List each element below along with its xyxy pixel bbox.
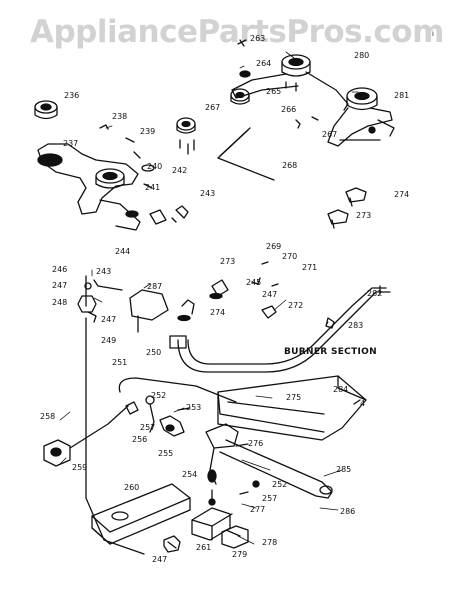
tube-251 — [85, 357, 237, 555]
callout-274-mid: 274 — [210, 308, 226, 317]
upper-small-parts — [230, 39, 319, 129]
long-burner-285 — [219, 439, 333, 499]
callout-247-a: 247 — [52, 281, 68, 290]
corner-mark: i — [432, 30, 434, 38]
callout-258: 258 — [40, 412, 56, 421]
callout-259: 259 — [72, 463, 88, 472]
thermostat-bracket-254 — [205, 423, 239, 485]
callout-242: 242 — [172, 166, 188, 175]
callout-260: 260 — [124, 483, 140, 492]
callout-263: 263 — [250, 34, 266, 43]
callout-286: 286 — [340, 507, 356, 516]
callout-256: 256 — [132, 435, 148, 444]
callout-239: 239 — [140, 127, 156, 136]
callout-4: 4 — [360, 399, 366, 408]
left-valve-259 — [43, 401, 139, 467]
rod-268 — [217, 127, 275, 181]
leader-lines — [59, 51, 359, 545]
callout-240: 240 — [147, 162, 163, 171]
control-panel-260 — [91, 483, 191, 545]
callout-273-mid: 273 — [220, 257, 236, 266]
callout-238: 238 — [112, 112, 128, 121]
callout-275: 275 — [286, 393, 302, 402]
callout-241: 241 — [145, 183, 161, 192]
nut-247-bottom — [163, 535, 181, 553]
callout-252-lower: 252 — [272, 480, 288, 489]
callout-247-b: 247 — [262, 290, 278, 299]
callout-247-c: 247 — [101, 315, 117, 324]
valve-fittings — [77, 261, 335, 359]
callout-246: 246 — [52, 265, 68, 274]
middle-small-parts — [99, 117, 196, 223]
bracket-279 — [221, 525, 249, 549]
callout-247-d: 247 — [152, 555, 168, 564]
callout-250: 250 — [146, 348, 162, 357]
callout-243-upper: 243 — [200, 189, 216, 198]
callout-257-upper: 257 — [140, 423, 156, 432]
right-valves — [327, 187, 367, 229]
callout-276: 276 — [248, 439, 264, 448]
callout-254: 254 — [182, 470, 198, 479]
callout-255: 255 — [158, 449, 174, 458]
callout-243-left: 243 — [96, 267, 112, 276]
burner-section-label: BURNER SECTION — [284, 347, 377, 357]
watermark-text: AppliancePartsPros.com — [30, 14, 444, 50]
callout-278: 278 — [262, 538, 278, 547]
small-fasteners-lower — [235, 443, 260, 495]
gas-manifold-pipe — [169, 285, 391, 373]
left-burner-assembly — [34, 100, 167, 231]
callout-253: 253 — [186, 403, 202, 412]
callout-265: 265 — [266, 87, 282, 96]
callout-285: 285 — [336, 465, 352, 474]
callout-251: 251 — [112, 358, 128, 367]
callout-266: 266 — [281, 105, 297, 114]
callout-268: 268 — [282, 161, 298, 170]
valve-group-252-257 — [145, 395, 191, 437]
callout-277: 277 — [250, 505, 266, 514]
callout-245: 245 — [246, 278, 262, 287]
callout-249: 249 — [101, 336, 117, 345]
callout-283: 283 — [348, 321, 364, 330]
callout-236: 236 — [64, 91, 80, 100]
callout-271: 271 — [302, 263, 318, 272]
callout-273-right: 273 — [356, 211, 372, 220]
burner-box-284 — [217, 375, 367, 441]
callout-237: 237 — [63, 139, 79, 148]
callout-264: 264 — [256, 59, 272, 68]
callout-281: 281 — [394, 91, 410, 100]
callout-279: 279 — [232, 550, 248, 559]
callout-252-upper: 252 — [151, 391, 167, 400]
callout-267-right: 267 — [322, 130, 338, 139]
callout-282: 282 — [367, 289, 383, 298]
callout-248: 248 — [52, 298, 68, 307]
callout-269: 269 — [266, 242, 282, 251]
callout-270: 270 — [282, 252, 298, 261]
callout-272: 272 — [288, 301, 304, 310]
callout-261: 261 — [196, 543, 212, 552]
callout-244: 244 — [115, 247, 131, 256]
callout-257-lower: 257 — [262, 494, 278, 503]
callout-267-upper: 267 — [205, 103, 221, 112]
callout-280: 280 — [354, 51, 370, 60]
right-burner-assembly — [231, 54, 395, 147]
callout-274-right: 274 — [394, 190, 410, 199]
callout-287: 287 — [147, 282, 163, 291]
callout-284: 284 — [333, 385, 349, 394]
switch-261 — [191, 489, 233, 541]
